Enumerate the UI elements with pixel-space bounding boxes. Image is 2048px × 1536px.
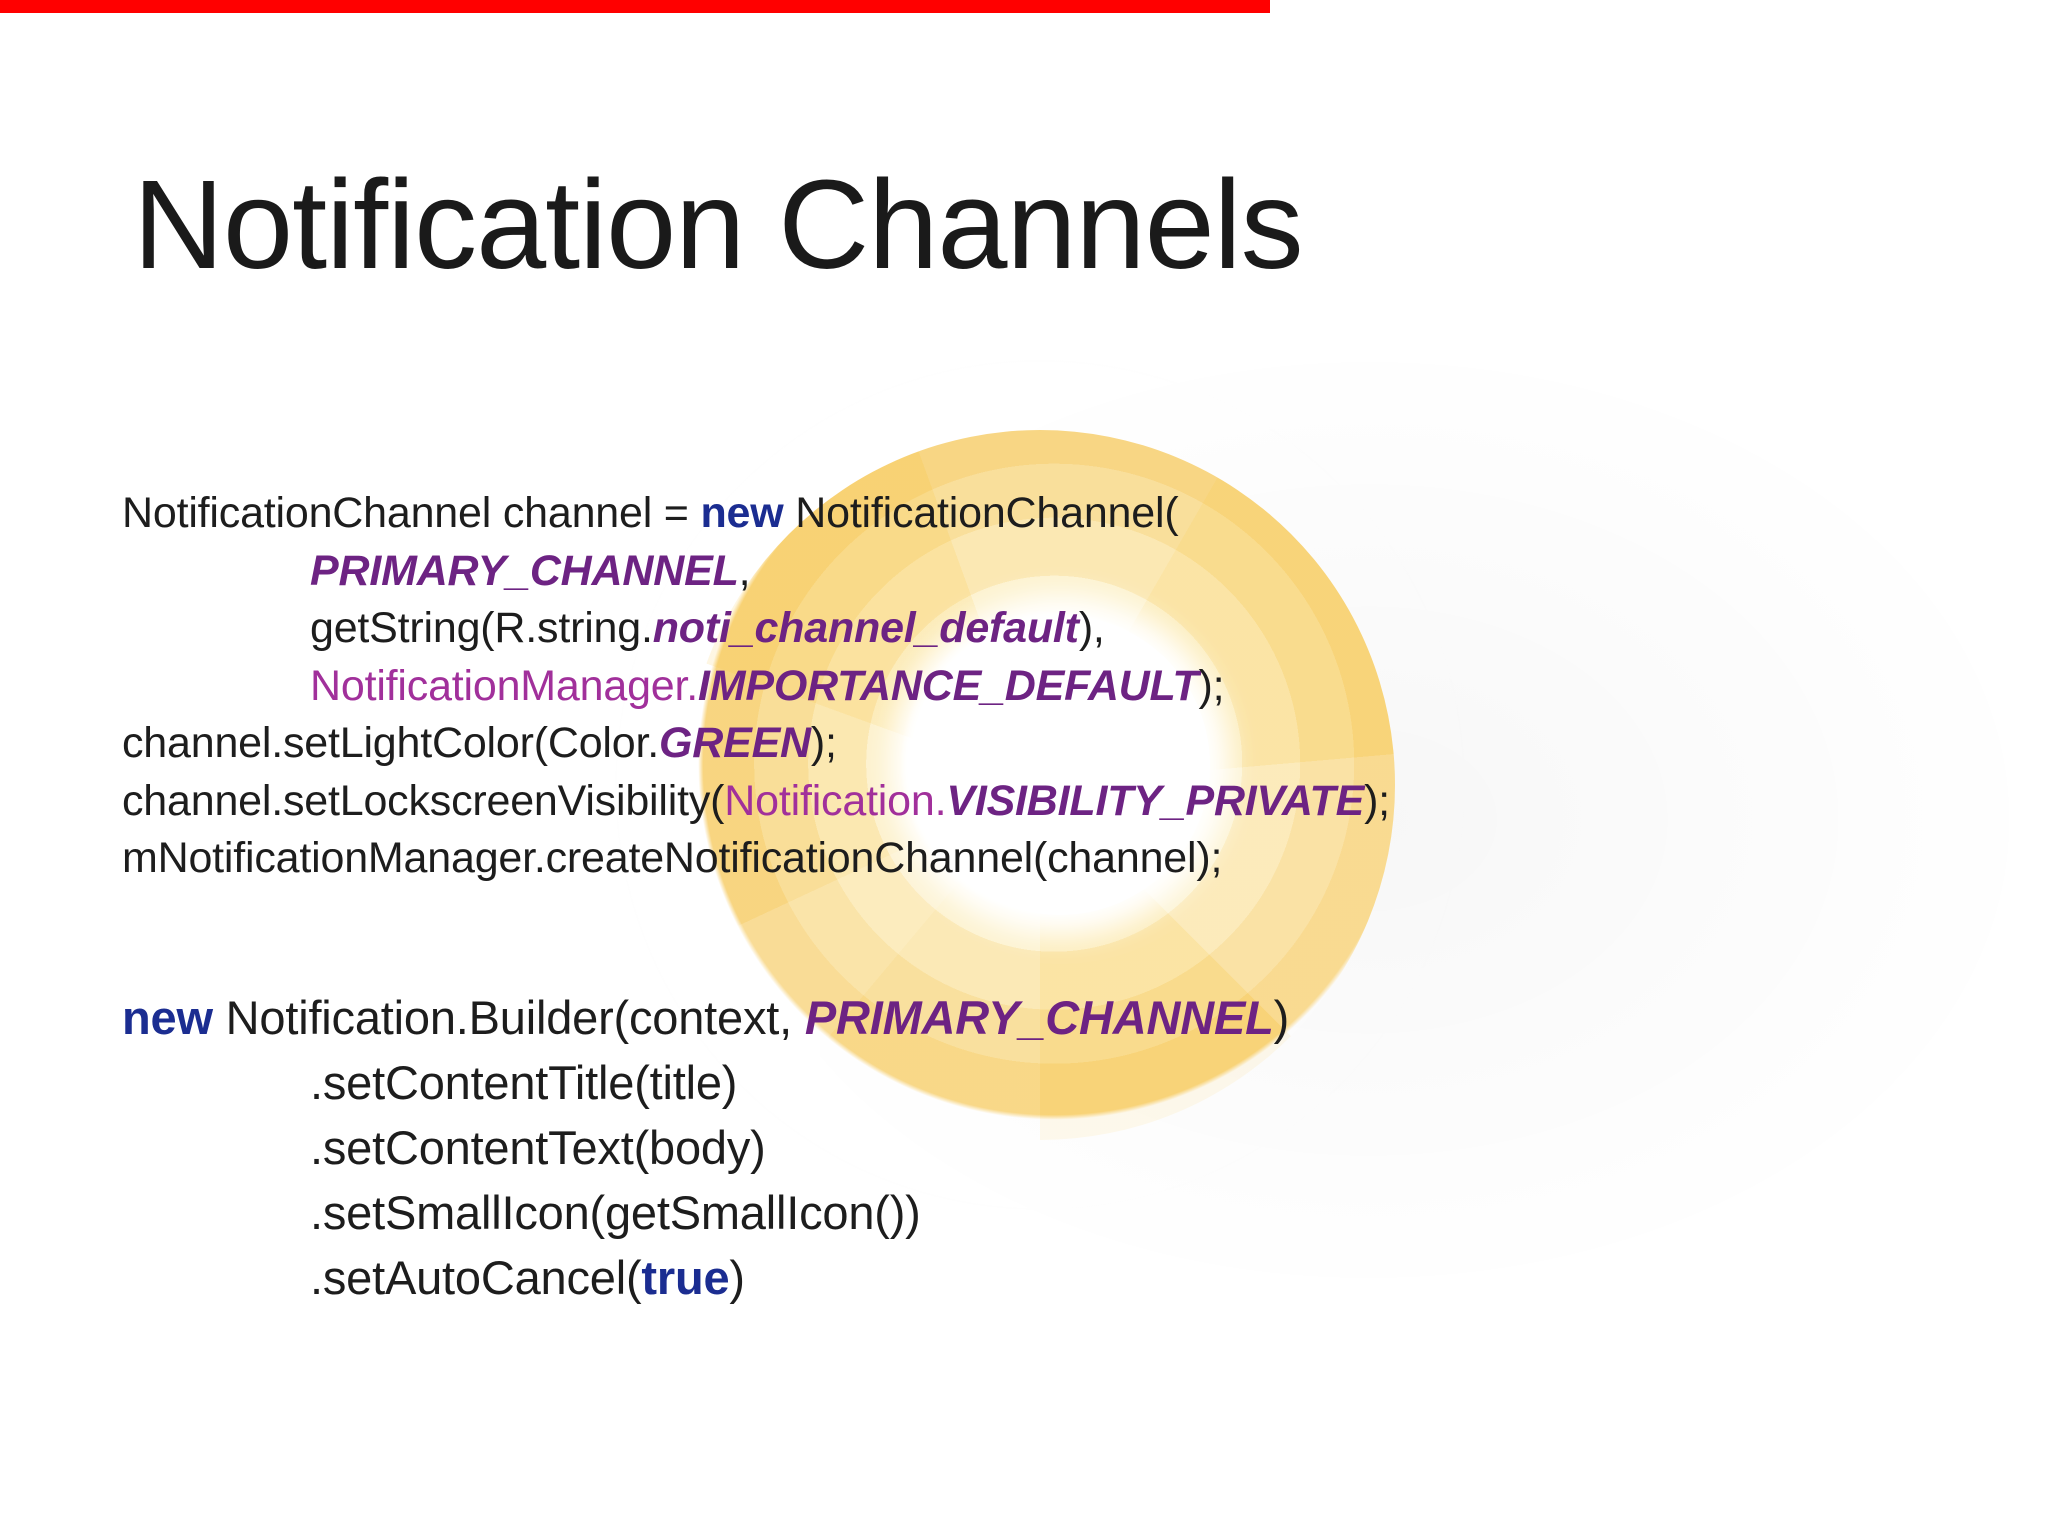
code-line: .setSmallIcon(getSmallIcon()) bbox=[122, 1180, 1289, 1245]
code-segment-constant: VISIBILITY_PRIVATE bbox=[946, 776, 1365, 825]
android-oreo-logo bbox=[615, 360, 1465, 1210]
code-segment-classref: Notification. bbox=[724, 776, 947, 825]
code-line: getString(R.string.noti_channel_default)… bbox=[122, 600, 1390, 658]
code-segment-keyword: new bbox=[700, 489, 784, 537]
code-line: new Notification.Builder(context, PRIMAR… bbox=[122, 985, 1289, 1050]
code-line: PRIMARY_CHANNEL, bbox=[122, 543, 1390, 601]
code-segment-plain: ), bbox=[1078, 604, 1105, 652]
code-segment-plain: NotificationChannel channel = bbox=[122, 489, 701, 537]
code-segment-constant: IMPORTANCE_DEFAULT bbox=[698, 661, 1199, 710]
code-line: .setAutoCancel(true) bbox=[122, 1245, 1289, 1310]
code-segment-plain: .setAutoCancel( bbox=[310, 1251, 642, 1304]
code-segment-plain: .setSmallIcon(getSmallIcon()) bbox=[310, 1186, 921, 1239]
code-segment-constant: PRIMARY_CHANNEL bbox=[310, 546, 739, 595]
code-line: NotificationChannel channel = new Notifi… bbox=[122, 485, 1390, 543]
code-segment-keyword: true bbox=[641, 1251, 730, 1304]
code-segment-plain: getString(R.string. bbox=[310, 604, 653, 652]
code-segment-classref: NotificationManager. bbox=[310, 661, 698, 710]
code-block-2: new Notification.Builder(context, PRIMAR… bbox=[122, 985, 1289, 1310]
code-segment-plain: ); bbox=[1198, 661, 1225, 710]
code-segment-plain: ) bbox=[1273, 991, 1290, 1044]
code-line: mNotificationManager.createNotificationC… bbox=[122, 830, 1390, 888]
logo-hole bbox=[910, 615, 1210, 915]
code-line: channel.setLightColor(Color.GREEN); bbox=[122, 715, 1390, 773]
code-line: .setContentTitle(title) bbox=[122, 1050, 1289, 1115]
code-segment-plain: .setContentText(body) bbox=[310, 1121, 766, 1174]
code-segment-plain: , bbox=[738, 546, 751, 595]
code-segment-constant: PRIMARY_CHANNEL bbox=[804, 991, 1274, 1044]
code-segment-plain: Notification.Builder(context, bbox=[212, 991, 805, 1044]
code-segment-constant: GREEN bbox=[658, 719, 811, 767]
code-segment-constant: noti_channel_default bbox=[652, 604, 1079, 652]
code-segment-plain: mNotificationManager.createNotificationC… bbox=[122, 834, 1223, 882]
code-line: .setContentText(body) bbox=[122, 1115, 1289, 1180]
code-line: NotificationManager.IMPORTANCE_DEFAULT); bbox=[122, 658, 1390, 716]
code-segment-plain: channel.setLightColor(Color. bbox=[122, 719, 659, 767]
code-segment-plain: ) bbox=[729, 1251, 745, 1304]
code-segment-plain: NotificationChannel( bbox=[783, 489, 1179, 537]
code-segment-keyword: new bbox=[122, 991, 213, 1044]
code-line: channel.setLockscreenVisibility(Notifica… bbox=[122, 773, 1390, 831]
code-segment-plain: ); bbox=[810, 719, 837, 767]
code-segment-plain: channel.setLockscreenVisibility( bbox=[122, 776, 725, 825]
top-progress-bar bbox=[0, 0, 1270, 13]
slide-title: Notification Channels bbox=[133, 154, 1304, 295]
code-segment-plain: .setContentTitle(title) bbox=[310, 1056, 738, 1109]
code-segment-plain: ); bbox=[1364, 776, 1390, 825]
code-block-1: NotificationChannel channel = new Notifi… bbox=[122, 485, 1390, 888]
